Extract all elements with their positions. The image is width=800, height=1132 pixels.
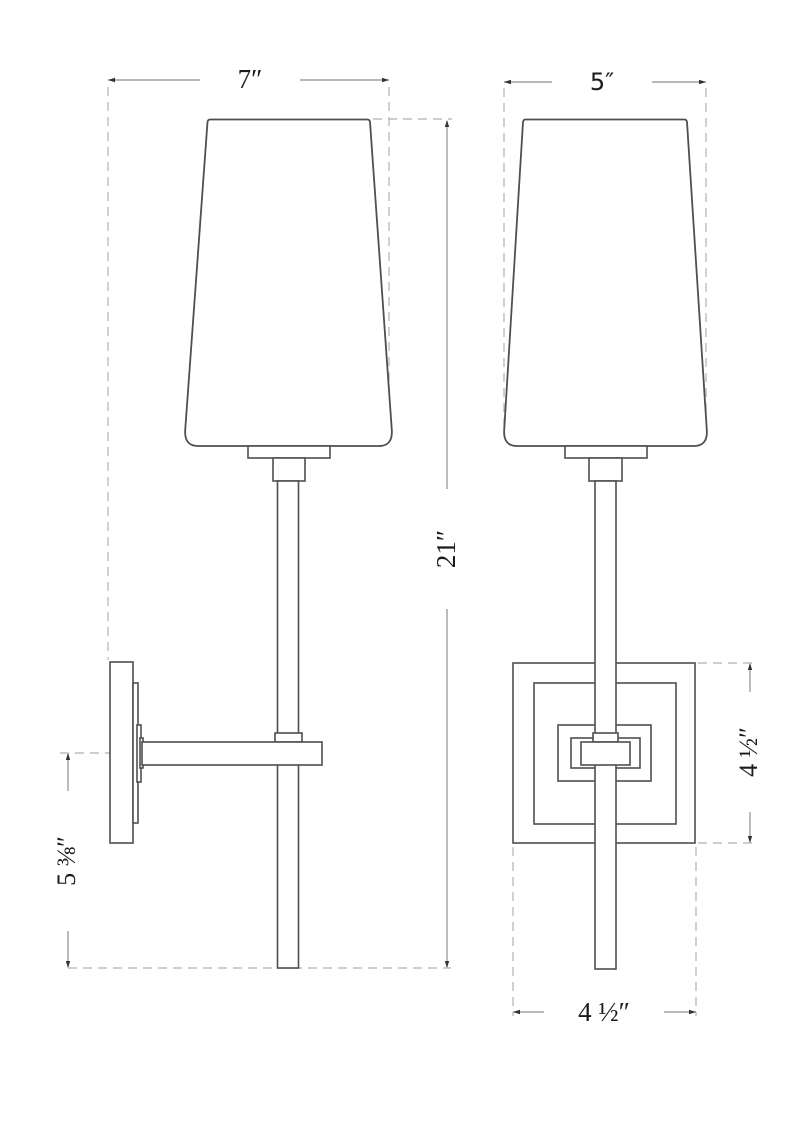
front-arm-block [580, 741, 631, 766]
front-shade [503, 118, 708, 447]
front-socket [588, 457, 623, 482]
dimension-arrows [65, 77, 753, 1015]
arrow-538-bottom [65, 961, 71, 968]
arrow-538-top [65, 753, 71, 760]
side-fitter [247, 445, 331, 459]
dimension-label-backplate-width: 4 ½″ [544, 996, 664, 1028]
arrow-7-right [382, 77, 389, 83]
side-stem [276, 480, 300, 969]
side-backplate [109, 661, 134, 844]
side-socket [272, 457, 306, 482]
arrow-45b-left [513, 1009, 520, 1015]
front-view [503, 118, 708, 970]
arrow-45r-top [747, 663, 753, 670]
side-view [109, 118, 393, 969]
front-collar [592, 732, 619, 743]
dimension-label-depth: 7″ [200, 63, 300, 95]
dimension-label-backplate-height: 4 ½″ [733, 692, 765, 812]
side-collar [274, 732, 303, 743]
arrow-7-left [108, 77, 115, 83]
arrow-45r-bottom [747, 836, 753, 843]
dimension-label-shade-width: 5″ [552, 66, 652, 98]
side-arm [141, 741, 323, 766]
arrow-5-right [699, 79, 706, 85]
arrow-5-left [504, 79, 511, 85]
arrow-45b-right [689, 1009, 696, 1015]
side-shade [184, 118, 393, 447]
dimension-label-stem-drop: 5 ⅜″ [51, 791, 83, 931]
front-stem [594, 480, 617, 970]
dimension-label-height: 21″ [430, 489, 462, 609]
arrow-21-bottom [444, 961, 450, 968]
arrow-21-top [444, 120, 450, 127]
front-fitter [564, 445, 648, 459]
